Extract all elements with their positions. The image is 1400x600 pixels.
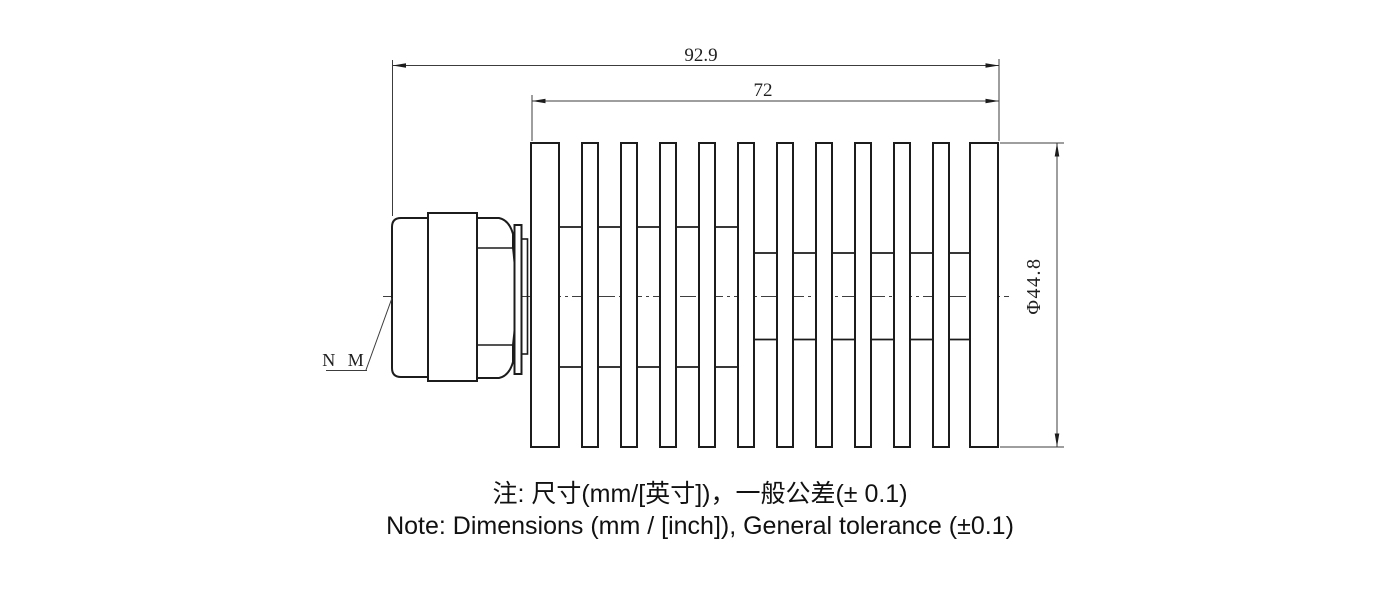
connector-label: N M (322, 350, 368, 370)
note-line-cn: 注: 尺寸(mm/[英寸])，一般公差(± 0.1) (492, 480, 907, 508)
core-web-front-section (559, 226, 738, 368)
heatsink-fin (581, 142, 599, 448)
connector-knurl-ring (427, 212, 478, 382)
heatsink-fin (698, 142, 716, 448)
heatsink-fin (659, 142, 677, 448)
core-web-rear-section (754, 252, 970, 341)
arrowhead-left (392, 63, 406, 68)
arrowhead-right (985, 98, 999, 104)
dimension-overall-length: 92.9 (392, 45, 1000, 216)
dimension-heatsink-length: 72 (531, 80, 999, 141)
note-line-en: Note: Dimensions (mm / [inch]), General … (386, 512, 1014, 540)
leader-line (365, 297, 393, 371)
heatsink-fin (932, 142, 950, 448)
heatsink-fins (530, 142, 999, 448)
dimension-overall-length-value: 92.9 (684, 45, 717, 66)
connector-washer (513, 224, 523, 375)
dimension-diameter: Φ44.8 (1000, 142, 1064, 448)
heatsink-fin (854, 142, 872, 448)
heatsink (530, 142, 999, 448)
connector-label-group: N M (322, 297, 393, 371)
heatsink-fin (620, 142, 638, 448)
n-connector (391, 212, 529, 382)
heatsink-fin (737, 142, 755, 448)
connector-front-cap (391, 217, 429, 378)
heatsink-fin (776, 142, 794, 448)
dimension-diameter-value: Φ44.8 (1023, 257, 1045, 314)
arrowhead-top (1054, 143, 1060, 157)
heatsink-fin (893, 142, 911, 448)
heatsink-fin (815, 142, 833, 448)
heatsink-fin (530, 142, 560, 448)
arrowhead-bottom (1054, 433, 1060, 447)
connector-boss (520, 238, 529, 355)
dimension-heatsink-length-value: 72 (754, 80, 773, 101)
notes-block: 注: 尺寸(mm/[英寸])，一般公差(± 0.1) Note: Dimensi… (386, 480, 1014, 540)
connector-hex-nut (476, 217, 517, 379)
heatsink-fin (969, 142, 999, 448)
arrowhead-right (985, 63, 999, 68)
arrowhead-left (532, 98, 546, 104)
